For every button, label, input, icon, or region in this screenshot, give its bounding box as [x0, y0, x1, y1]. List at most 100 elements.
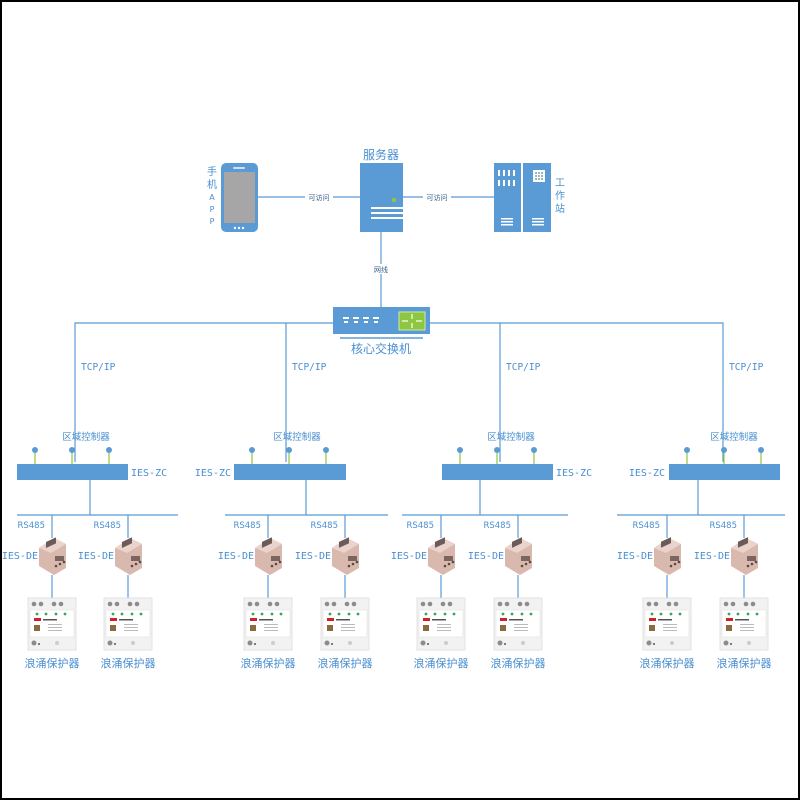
protector-label: 浪涌保护器 — [241, 656, 296, 670]
meter-device-icon[interactable] — [332, 537, 359, 575]
bus-label: RS485 — [483, 521, 511, 531]
meter-label: IES-DE — [218, 551, 254, 562]
protector-label: 浪涌保护器 — [414, 656, 469, 670]
svg-text:手: 手 — [207, 165, 217, 178]
controller-bar[interactable] — [234, 464, 346, 480]
surge-protector-icon[interactable] — [103, 597, 153, 651]
controller-column-1: TCP/IP区域控制器IES-ZCRS485IES-DE浪涌保护器RS485IE… — [2, 362, 178, 670]
svg-text:站: 站 — [555, 202, 565, 215]
bus-label: RS485 — [233, 521, 261, 531]
svg-text:工: 工 — [555, 178, 565, 189]
controller-title: 区域控制器 — [710, 431, 758, 443]
meter-device-icon[interactable] — [115, 537, 142, 575]
meter-device-icon[interactable] — [39, 537, 66, 575]
svg-text:P: P — [210, 205, 215, 214]
bus-label: RS485 — [93, 521, 121, 531]
uplink-label: TCP/IP — [292, 362, 327, 373]
antenna-node — [32, 447, 38, 453]
controller-column-3: TCP/IP区域控制器IES-ZCRS485IES-DE浪涌保护器RS485IE… — [391, 362, 592, 670]
controller-model: IES-ZC — [131, 468, 167, 479]
meter-device-icon[interactable] — [654, 537, 681, 575]
antenna-node — [494, 447, 500, 453]
meter-device-icon[interactable] — [428, 537, 455, 575]
server-label: 服务器 — [363, 147, 399, 162]
controller-column-2: TCP/IP区域控制器IES-ZCRS485IES-DE浪涌保护器RS485IE… — [195, 362, 388, 670]
antenna-node — [249, 447, 255, 453]
controller-model: IES-ZC — [556, 468, 592, 479]
uplink-label: TCP/IP — [81, 362, 116, 373]
uplink-label: TCP/IP — [506, 362, 541, 373]
controller-model: IES-ZC — [195, 468, 231, 479]
meter-label: IES-DE — [391, 551, 427, 562]
meter-label: IES-DE — [617, 551, 653, 562]
protector-label: 浪涌保护器 — [318, 656, 373, 670]
meter-device-icon[interactable] — [731, 537, 758, 575]
meter-label: IES-DE — [694, 551, 730, 562]
bus-label: RS485 — [406, 521, 434, 531]
surge-protector-icon[interactable] — [27, 597, 77, 651]
meter-label: IES-DE — [78, 551, 114, 562]
controller-title: 区域控制器 — [62, 431, 110, 443]
core-switch-icon[interactable] — [333, 307, 430, 334]
bus-label: RS485 — [709, 521, 737, 531]
bus-label: RS485 — [310, 521, 338, 531]
meter-label: IES-DE — [468, 551, 504, 562]
meter-device-icon[interactable] — [505, 537, 532, 575]
meter-label: IES-DE — [2, 551, 38, 562]
svg-text:P: P — [210, 217, 215, 226]
surge-protector-icon[interactable] — [243, 597, 293, 651]
bus-label: RS485 — [632, 521, 660, 531]
phone-icon[interactable] — [221, 163, 258, 232]
antenna-node — [721, 447, 727, 453]
controller-bar[interactable] — [17, 464, 128, 480]
controller-bar[interactable] — [669, 464, 780, 480]
bus-label: RS485 — [17, 521, 45, 531]
surge-protector-icon[interactable] — [493, 597, 543, 651]
protector-label: 浪涌保护器 — [101, 656, 156, 670]
workstation-icon[interactable] — [494, 163, 551, 232]
svg-text:机: 机 — [207, 178, 217, 191]
surge-protector-icon[interactable] — [642, 597, 692, 651]
controller-title: 区域控制器 — [273, 431, 321, 443]
protector-label: 浪涌保护器 — [640, 656, 695, 670]
core-switch-label: 核心交换机 — [351, 341, 411, 356]
antenna-node — [286, 447, 292, 453]
antenna-node — [684, 447, 690, 453]
controller-column-4: TCP/IP区域控制器IES-ZCRS485IES-DE浪涌保护器RS485IE… — [617, 362, 785, 670]
surge-protector-icon[interactable] — [320, 597, 370, 651]
link-phone-server-label: 可访问 — [309, 193, 330, 202]
meter-device-icon[interactable] — [255, 537, 282, 575]
antenna-node — [323, 447, 329, 453]
protector-label: 浪涌保护器 — [491, 656, 546, 670]
uplink-label: TCP/IP — [729, 362, 764, 373]
antenna-node — [531, 447, 537, 453]
surge-protector-icon[interactable] — [719, 597, 769, 651]
controller-title: 区域控制器 — [487, 431, 535, 443]
link-server-switch-label: 网线 — [374, 265, 388, 274]
antenna-node — [758, 447, 764, 453]
svg-text:作: 作 — [555, 190, 565, 202]
antenna-node — [106, 447, 112, 453]
server-icon[interactable] — [360, 163, 403, 232]
svg-text:A: A — [209, 193, 215, 202]
meter-label: IES-DE — [295, 551, 331, 562]
phone-label: 手 机 A P P — [207, 165, 217, 226]
link-server-workstation-label: 可访问 — [427, 193, 448, 202]
antenna-node — [457, 447, 463, 453]
protector-label: 浪涌保护器 — [25, 656, 80, 670]
workstation-label: 工 作 站 — [555, 178, 565, 215]
antenna-node — [69, 447, 75, 453]
surge-protector-icon[interactable] — [416, 597, 466, 651]
controller-model: IES-ZC — [629, 468, 665, 479]
controller-bar[interactable] — [442, 464, 553, 480]
